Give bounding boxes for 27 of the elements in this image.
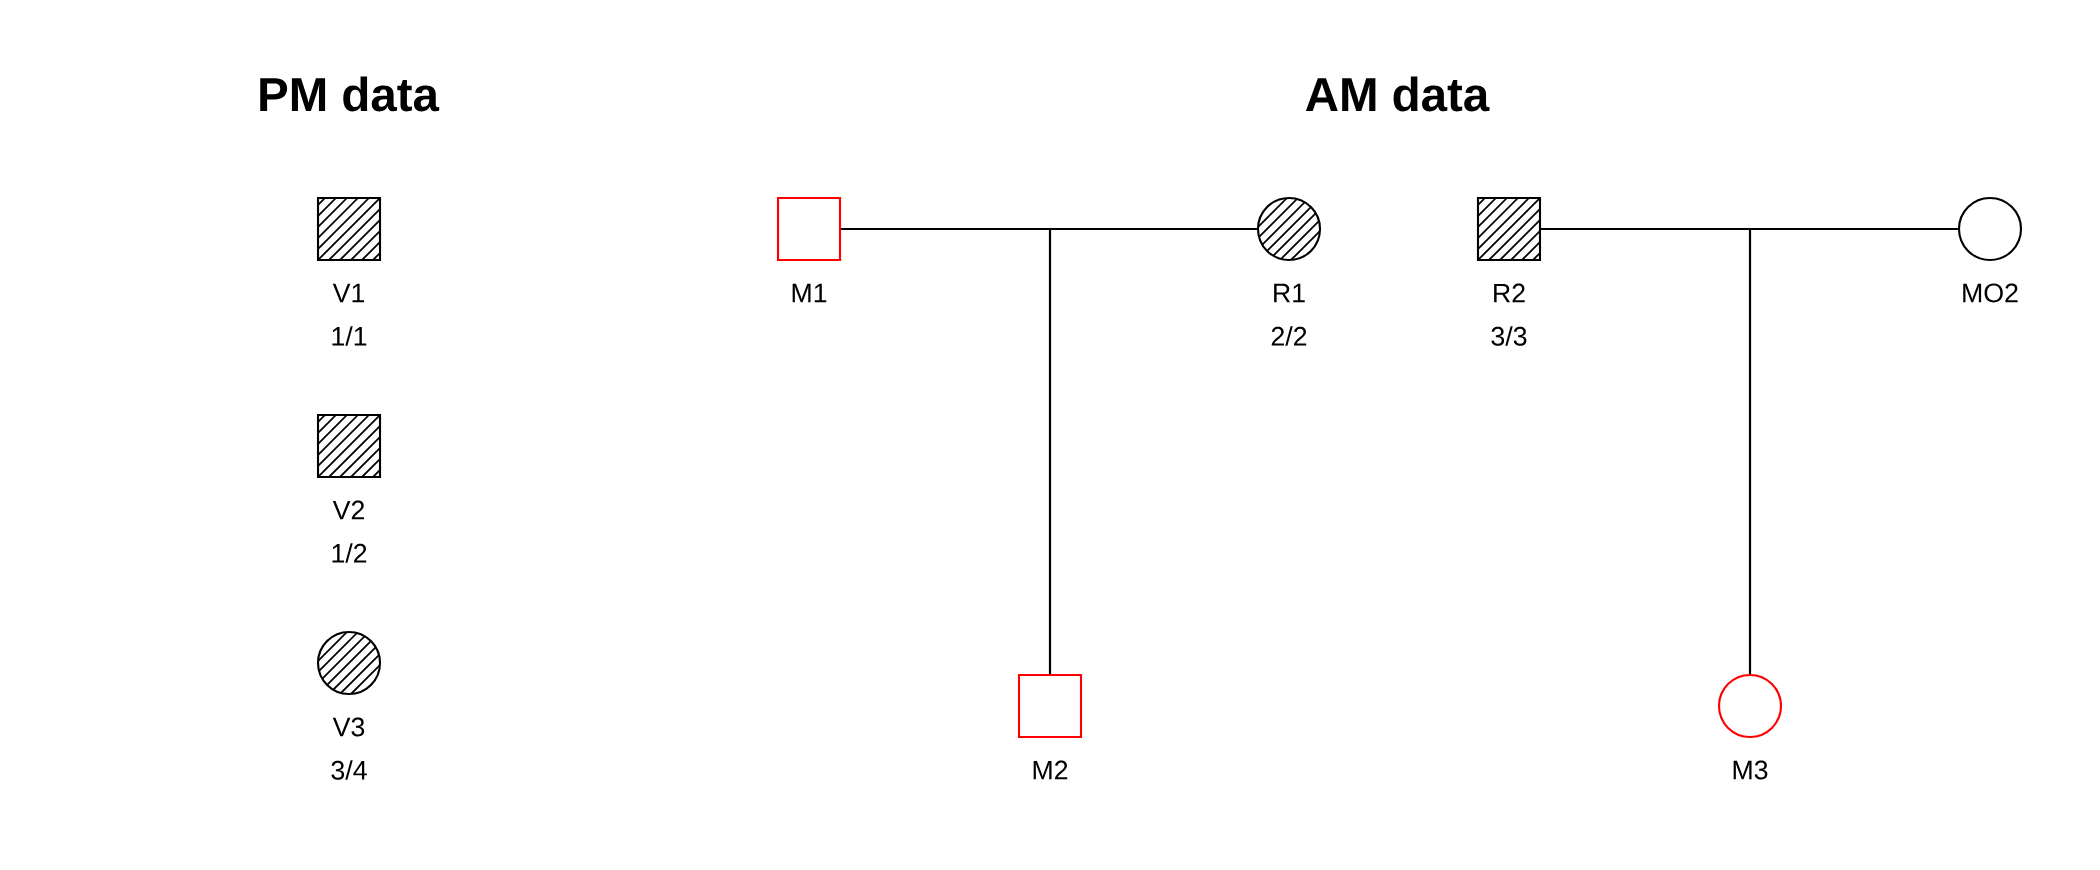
circle-symbol: [316, 630, 382, 696]
symbol-label: 3/3: [1491, 326, 1527, 346]
circle-symbol: [1957, 196, 2023, 262]
circle-symbol: [1256, 196, 1322, 262]
symbol-label: 2/2: [1271, 326, 1307, 346]
pedigree-line: [1748, 227, 1958, 674]
symbol-label: MO2: [1963, 283, 2018, 303]
section-heading: AM data: [1305, 76, 1490, 112]
symbol-label: 1/2: [332, 543, 367, 563]
pedigree-line: [1048, 227, 1257, 674]
symbol-label: M2: [1033, 760, 1068, 780]
symbol-label: 3/4: [331, 760, 367, 780]
symbol-label: R2: [1494, 283, 1525, 303]
symbol-label: V3: [332, 717, 365, 737]
symbol-label: M1: [792, 283, 827, 303]
section-heading: PM data: [260, 76, 440, 112]
square-symbol: [776, 196, 842, 262]
symbol-label: 1/1: [332, 326, 367, 346]
square-symbol: [1017, 673, 1083, 739]
symbol-label: V1: [332, 283, 365, 303]
square-symbol: [316, 196, 382, 262]
square-symbol: [316, 413, 382, 479]
symbol-label: M3: [1733, 760, 1768, 780]
square-symbol: [1476, 196, 1542, 262]
symbol-label: R1: [1274, 283, 1305, 303]
symbol-label: V2: [332, 500, 364, 520]
circle-symbol: [1717, 673, 1783, 739]
